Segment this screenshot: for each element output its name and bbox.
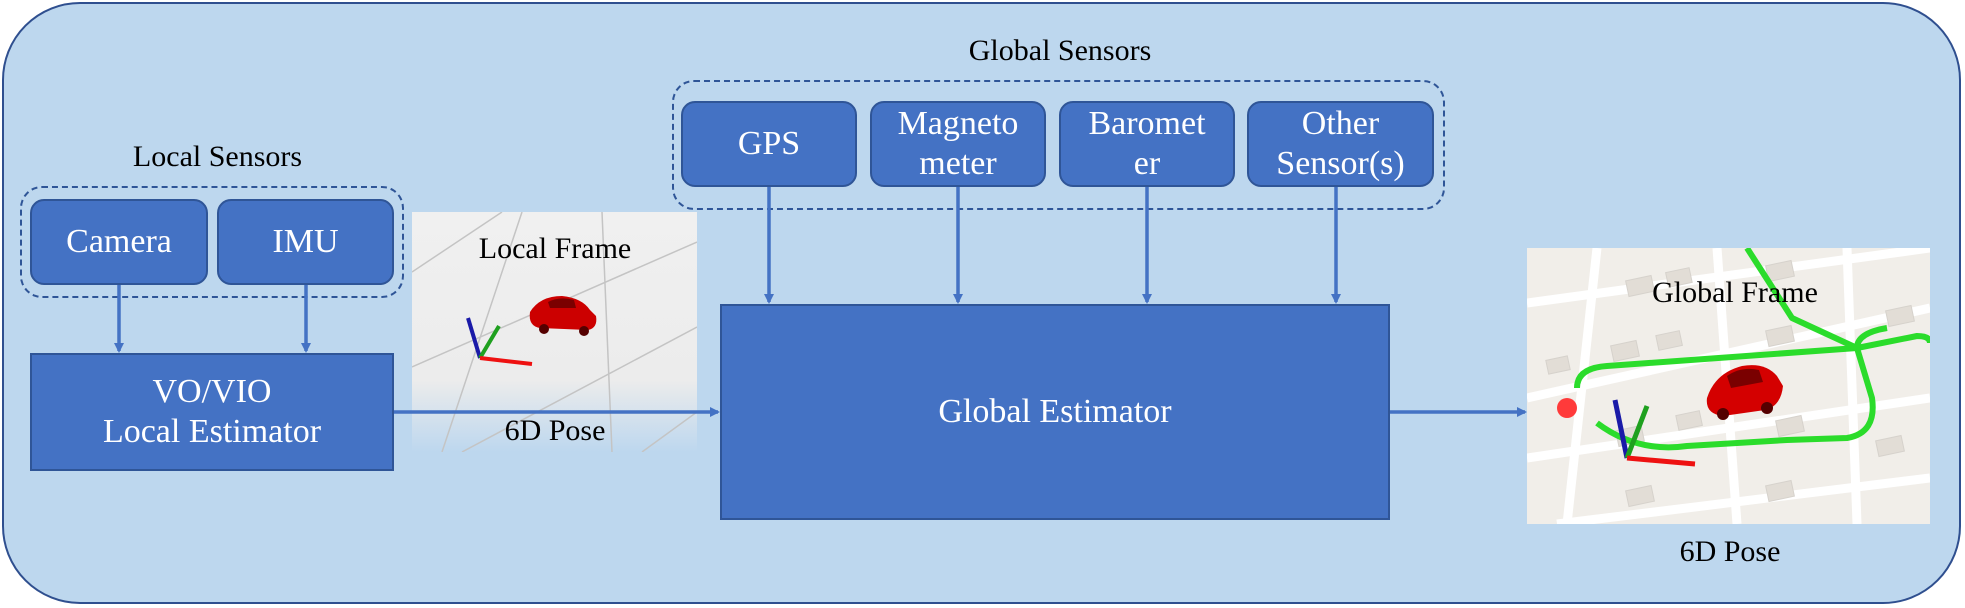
other-sensors-line1: Other [1301,104,1380,142]
global-sensors-title: Global Sensors [968,34,1152,67]
barometer-line1: Baromet [1088,104,1206,142]
global-estimator-box: Global Estimator [720,304,1390,520]
magnetometer-line2: meter [919,145,997,182]
imu-box: IMU [217,199,394,285]
local-estimator-box: VO/VIO Local Estimator [30,353,394,471]
other-sensors-line2: Sensor(s) [1276,145,1405,182]
local-pose-label: 6D Pose [504,414,606,447]
gps-box: GPS [681,101,857,187]
barometer-box: Baromet er [1059,101,1235,187]
magnetometer-box: Magneto meter [870,101,1046,187]
global-pose-label: 6D Pose [1679,535,1781,568]
barometer-line2: er [1133,145,1161,182]
local-estimator-line1: VO/VIO [152,372,272,410]
other-sensors-box: Other Sensor(s) [1247,101,1434,187]
global-sensors-group [672,80,1445,210]
local-car-icon [529,296,597,336]
global-frame-title: Global Frame [1652,276,1818,309]
local-frame-title: Local Frame [478,232,632,265]
local-estimator-line2: Local Estimator [102,413,322,450]
local-sensors-group [20,186,404,298]
magnetometer-line1: Magneto [897,104,1019,142]
global-frame-map [1527,248,1930,524]
camera-box: Camera [30,199,208,285]
local-sensors-title: Local Sensors [132,140,303,173]
global-car-icon [1706,365,1783,420]
